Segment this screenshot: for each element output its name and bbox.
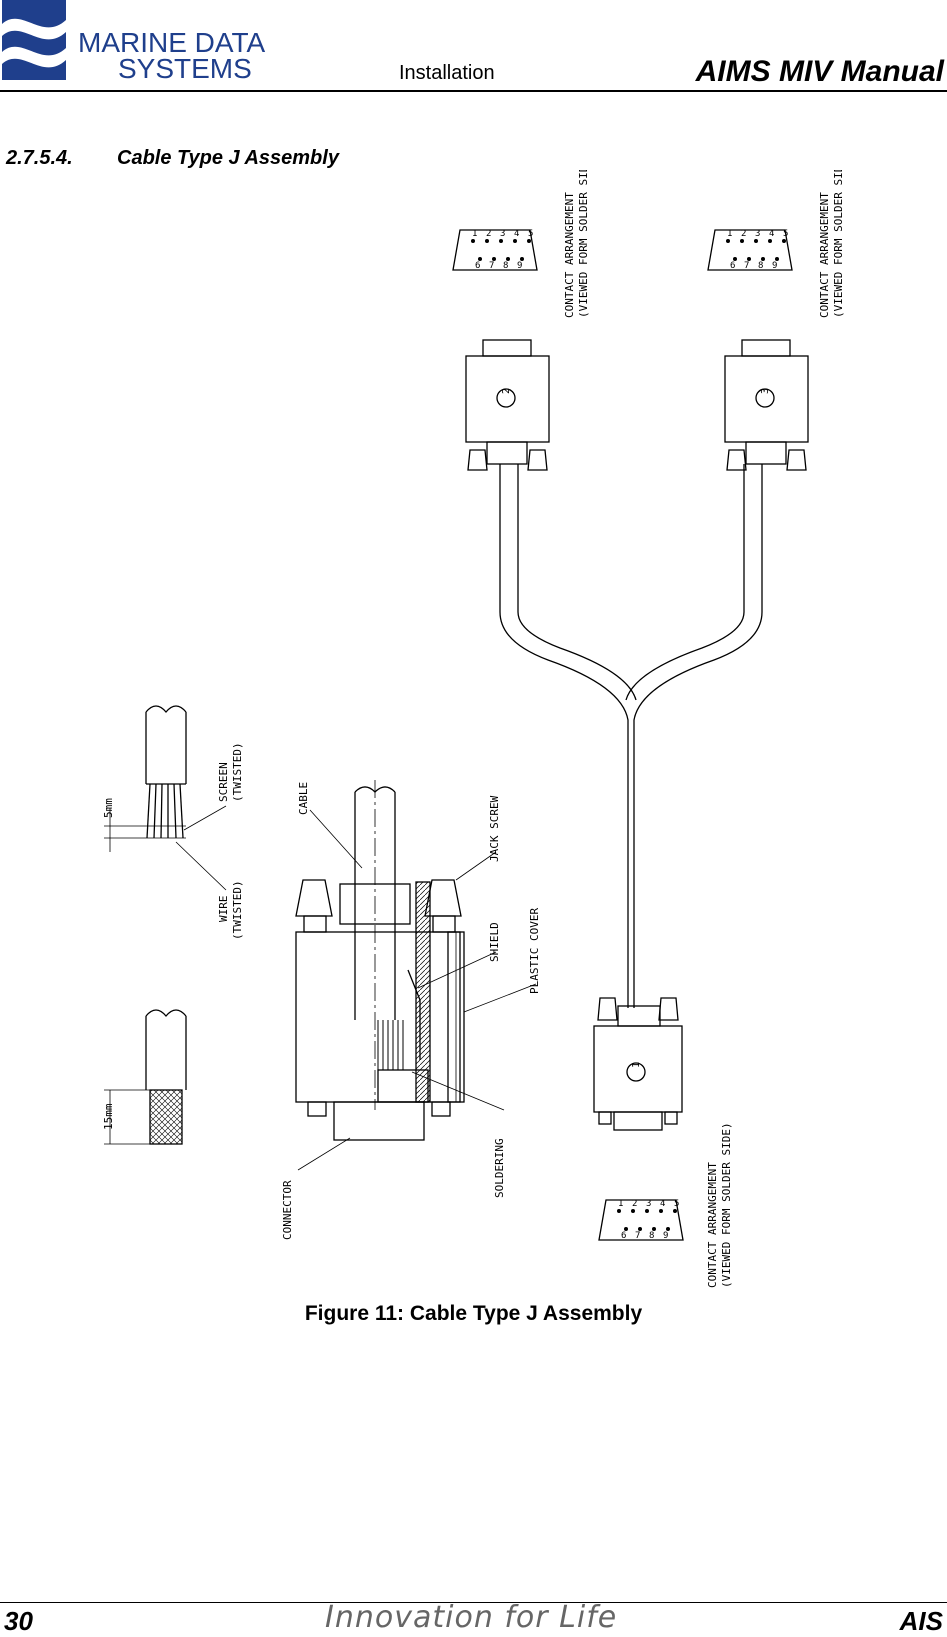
dimension-5mm: 5mm <box>102 798 115 818</box>
wire-label: WIRE <box>217 896 230 923</box>
figure-caption: Figure 11: Cable Type J Assembly <box>304 1302 643 1325</box>
plastic-cover-label: PLASTIC COVER <box>528 908 541 994</box>
pin-label: 8 <box>758 261 763 271</box>
pin-label: 4 <box>769 229 774 239</box>
pin-label: 5 <box>783 229 788 239</box>
wire-sublabel: (TWISTED) <box>231 880 244 940</box>
pin-label: 1 <box>618 1199 623 1209</box>
pin-label: 7 <box>744 261 749 271</box>
contact-arrangement-label: CONTACT ARRANGEMENT <box>563 192 576 318</box>
footer-tagline: Innovation for Life <box>325 1600 618 1635</box>
soldering-label: SOLDERING <box>493 1138 506 1198</box>
section-number: 2.7.5.4. <box>6 147 73 169</box>
pin-label: 8 <box>649 1231 654 1241</box>
logo-line-2: SYSTEMS <box>118 53 252 84</box>
contact-arrangement-3: 1 2 3 4 5 6 7 8 9 CONTACT ARRANGEMENT (V… <box>707 170 845 318</box>
pin-label: 9 <box>772 261 777 271</box>
screen-sublabel: (TWISTED) <box>231 742 244 802</box>
pin-label: 2 <box>632 1199 637 1209</box>
pin-label: 3 <box>500 229 505 239</box>
pin-label: 2 <box>486 229 491 239</box>
footer-divider <box>0 1602 947 1603</box>
pin-label: 1 <box>472 229 477 239</box>
contact-arrangement-2: 1 2 3 4 5 6 7 8 9 CONTACT ARRANGEMENT (V… <box>452 170 590 318</box>
pin-label: 3 <box>646 1199 651 1209</box>
solder-wires <box>377 1020 404 1070</box>
cable-end-screen-detail: 5mm SCREEN (TWISTED) WIRE (TWISTED) <box>102 705 244 940</box>
header-divider <box>0 90 947 92</box>
pin-label: 6 <box>730 261 735 271</box>
wire-strands <box>146 783 184 839</box>
connector-number: 3 <box>760 388 771 394</box>
cable-label: CABLE <box>297 782 310 815</box>
header-section: Installation <box>399 62 495 84</box>
cable-end-braid-detail: 15mm <box>102 1009 187 1145</box>
pin-label: 7 <box>635 1231 640 1241</box>
pin-label: 1 <box>727 229 732 239</box>
pin-label: 4 <box>514 229 519 239</box>
dimension-15mm: 15mm <box>102 1103 115 1130</box>
page-number: 30 <box>4 1606 33 1636</box>
footer-product: AIS <box>899 1606 943 1636</box>
braid-mesh <box>149 1089 183 1145</box>
connector-number: 1 <box>631 1062 642 1068</box>
pin-label: 4 <box>660 1199 665 1209</box>
logo-line-1: MARINE DATA <box>78 27 266 58</box>
y-cable <box>499 464 763 1008</box>
contact-arrangement-label: CONTACT ARRANGEMENT <box>706 1162 719 1288</box>
pin-label: 7 <box>489 261 494 271</box>
pin-label: 5 <box>528 229 533 239</box>
pin-label: 3 <box>755 229 760 239</box>
contact-arrangement-sublabel: (VIEWED FORM SOLDER SIDE) <box>577 170 590 318</box>
connector-number: 2 <box>501 388 512 394</box>
contact-arrangement-sublabel: (VIEWED FORM SOLDER SIDE) <box>720 1122 733 1288</box>
logo-mark <box>2 0 66 80</box>
cable-assembly-drawing: 1 2 3 4 5 6 7 8 9 CONTACT ARRANGEMENT (V… <box>102 170 845 1288</box>
contact-arrangement-1: 1 2 3 4 5 6 7 8 9 CONTACT ARRANGEMENT (V… <box>598 1122 733 1288</box>
pin-label: 6 <box>475 261 480 271</box>
pin-label: 8 <box>503 261 508 271</box>
manual-title: AIMS MIV Manual <box>695 55 944 88</box>
contact-arrangement-sublabel: (VIEWED FORM SOLDER SIDE) <box>832 170 845 318</box>
screen-label: SCREEN <box>217 762 230 802</box>
connector-cross-section: CABLE JACK SCREW SHIELD PLASTIC COVER SO… <box>281 780 541 1240</box>
jack-screw-label: JACK SCREW <box>488 795 501 862</box>
pin-label: 2 <box>741 229 746 239</box>
shield-hatch <box>415 881 431 1103</box>
company-logo: MARINE DATA SYSTEMS <box>2 0 266 84</box>
section-title: Cable Type J Assembly <box>117 147 339 169</box>
connector-label: CONNECTOR <box>281 1180 294 1240</box>
connector-2: 2 <box>465 339 550 471</box>
pin-label: 9 <box>663 1231 668 1241</box>
pin-label: 6 <box>621 1231 626 1241</box>
pin-dots <box>471 239 531 261</box>
connector-1: 1 <box>593 997 683 1131</box>
pin-label: 5 <box>674 1199 679 1209</box>
contact-arrangement-label: CONTACT ARRANGEMENT <box>818 192 831 318</box>
pin-label: 9 <box>517 261 522 271</box>
connector-3: 3 <box>724 339 809 471</box>
shield-label: SHIELD <box>488 922 501 962</box>
